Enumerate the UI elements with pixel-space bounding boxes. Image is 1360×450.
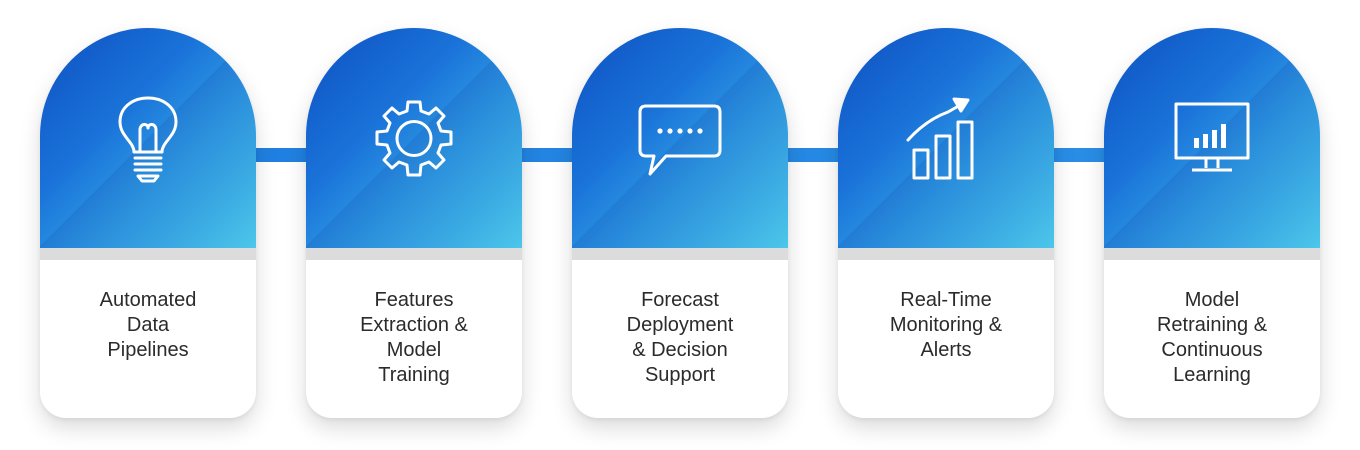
- step-label: Model Retraining & Continuous Learning: [1156, 289, 1268, 386]
- card-header: [572, 28, 788, 248]
- card-header: [306, 28, 522, 248]
- step-card-5: Model Retraining & Continuous Learning: [1104, 28, 1320, 418]
- step-label: Automated Data Pipelines: [99, 289, 197, 361]
- step-label: Forecast Deployment & Decision Support: [626, 289, 734, 386]
- step-card-2: Features Extraction & Model Training: [306, 28, 522, 418]
- card-header: [838, 28, 1054, 248]
- step-card-4: Real-Time Monitoring & Alerts: [838, 28, 1054, 418]
- gear-icon: [375, 100, 453, 177]
- step-card-3: Forecast Deployment & Decision Support: [572, 28, 788, 418]
- step-label: Real-Time Monitoring & Alerts: [889, 289, 1003, 361]
- step-card-1: Automated Data Pipelines: [40, 28, 256, 418]
- lightbulb-icon: [118, 96, 178, 183]
- monitor-chart-icon: [1174, 102, 1250, 172]
- card-header: [40, 28, 256, 248]
- speech-bubble-icon: [638, 104, 722, 176]
- growth-chart-icon: [906, 97, 974, 180]
- step-label: Features Extraction & Model Training: [360, 289, 468, 386]
